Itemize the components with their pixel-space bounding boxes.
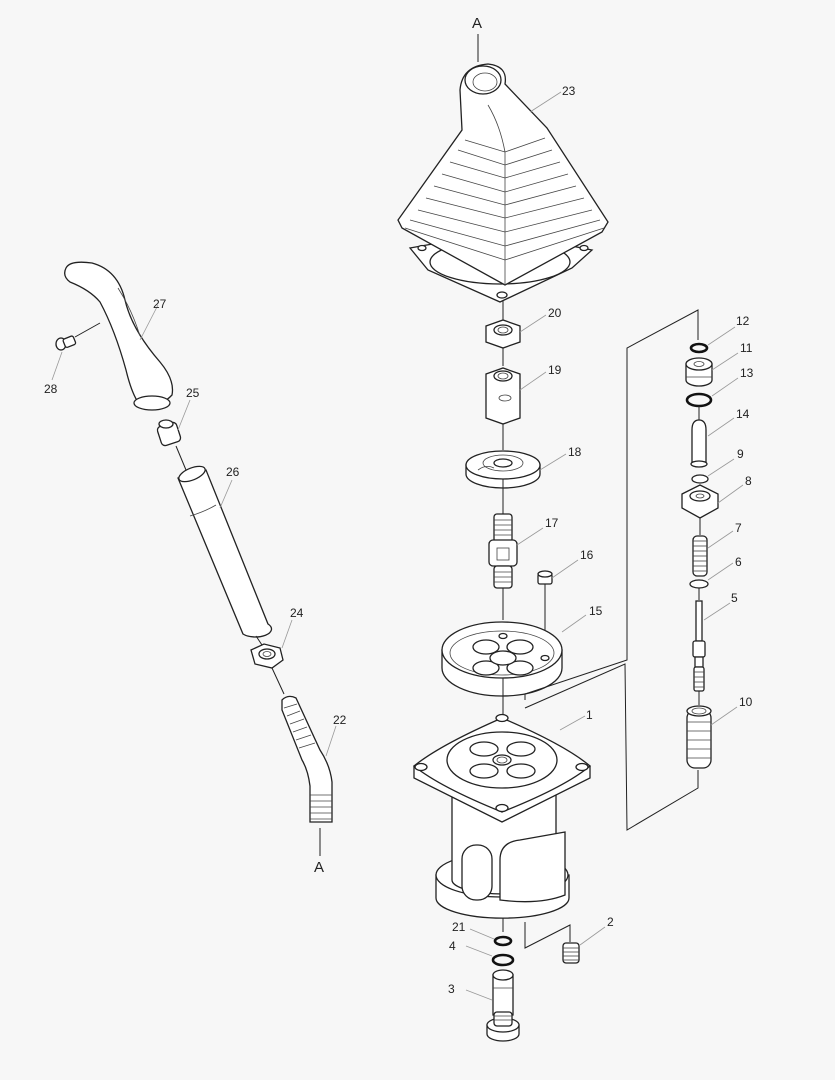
svg-text:A: A — [314, 859, 324, 876]
part-28-grip-screw: 28 — [44, 322, 101, 396]
svg-text:6: 6 — [735, 555, 742, 569]
part-25-switch-connector: 25 — [156, 386, 200, 471]
svg-text:9: 9 — [737, 447, 744, 461]
label-15: 15 — [589, 604, 603, 618]
label-16: 16 — [580, 548, 594, 562]
part-18-cam-plate: 18 — [465, 445, 582, 489]
svg-text:5: 5 — [731, 591, 738, 605]
part-14-push-rod: 14 — [690, 407, 750, 468]
svg-text:4: 4 — [449, 939, 456, 953]
part-24-jam-nut: 24 — [250, 606, 304, 669]
part-19-coupling-nut: 19 — [485, 363, 562, 425]
svg-text:21: 21 — [452, 920, 466, 934]
part-26-handle-tube: 26 — [177, 465, 273, 638]
part-22-bent-lever-rod: 22 — [281, 695, 347, 823]
part-7-inner-spring: 7 — [692, 521, 742, 577]
svg-text:11: 11 — [740, 341, 753, 355]
svg-text:14: 14 — [736, 407, 750, 421]
part-10-return-spring: 10 — [686, 695, 753, 769]
part-23-rubber-boot: 23 — [397, 63, 609, 303]
svg-text:12: 12 — [736, 314, 750, 328]
part-27-handle-grip: 27 — [64, 261, 174, 411]
svg-text:2: 2 — [607, 915, 614, 929]
label-18: 18 — [568, 445, 582, 459]
part-9-shim-washer: 9 — [691, 447, 744, 484]
part-8-spring-retainer: 8 — [681, 474, 752, 519]
connection-marker-top: A — [472, 15, 482, 62]
part-15-cover-plate: 15 — [441, 604, 603, 697]
svg-text:28: 28 — [44, 382, 58, 396]
part-4-o-ring: 4 — [449, 939, 515, 967]
part-1-valve-body: 1 — [412, 708, 593, 919]
part-2-set-screw: 2 — [562, 915, 614, 964]
svg-text:A: A — [472, 15, 482, 32]
svg-text:26: 26 — [226, 465, 240, 479]
svg-text:24: 24 — [290, 606, 304, 620]
part-20-lock-nut: 20 — [485, 306, 562, 349]
label-20: 20 — [548, 306, 562, 320]
label-23: 23 — [562, 84, 576, 98]
part-11-bushing: 11 — [685, 341, 753, 387]
svg-text:27: 27 — [153, 297, 167, 311]
svg-text:13: 13 — [740, 366, 754, 380]
svg-text:10: 10 — [739, 695, 753, 709]
part-16-grub-screw: 16 — [537, 548, 594, 656]
label-17: 17 — [545, 516, 559, 530]
part-3-bottom-plug: 3 — [448, 969, 520, 1042]
svg-text:25: 25 — [186, 386, 200, 400]
svg-text:22: 22 — [333, 713, 347, 727]
part-17-universal-joint: 17 — [488, 513, 559, 589]
svg-text:3: 3 — [448, 982, 455, 996]
part-5-spool: 5 — [692, 591, 738, 692]
spool-assembly-bracket — [524, 309, 699, 831]
part-12-seal-ring: 12 — [689, 314, 750, 354]
svg-text:8: 8 — [745, 474, 752, 488]
svg-text:7: 7 — [735, 521, 742, 535]
part-21-backup-ring: 21 — [452, 920, 513, 947]
label-19: 19 — [548, 363, 562, 377]
label-1: 1 — [586, 708, 593, 722]
connection-marker-bottom: A — [314, 828, 324, 876]
